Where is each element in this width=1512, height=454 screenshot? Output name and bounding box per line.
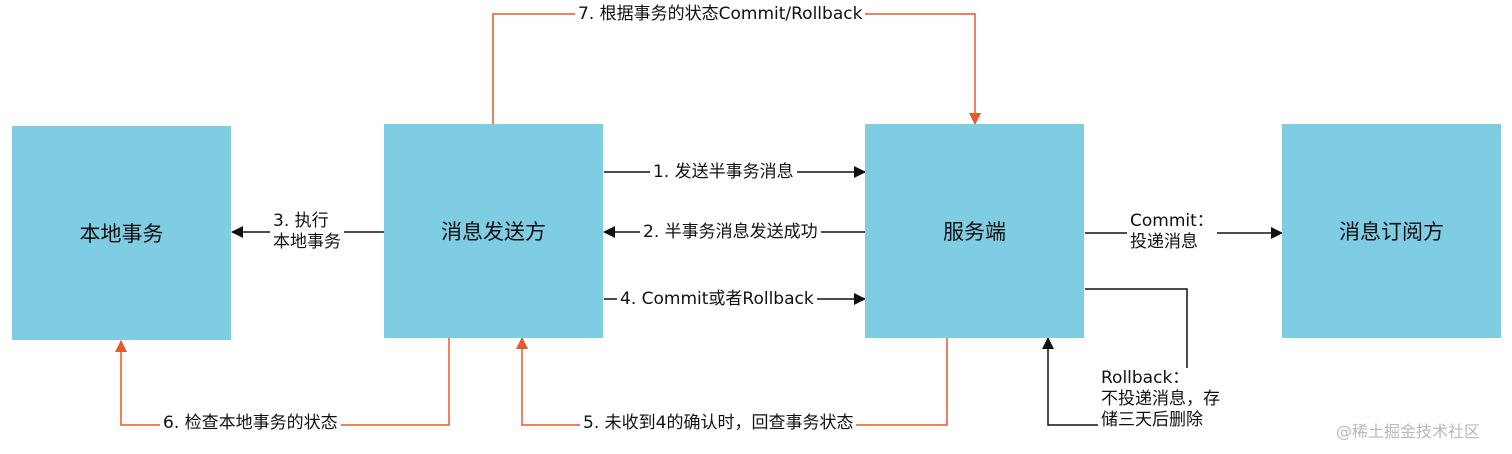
watermark: @稀土掘金技术社区 — [1336, 422, 1481, 441]
node-server: 服务端 — [865, 124, 1084, 338]
label-exec-local: 3. 执行 本地事务 — [270, 211, 344, 253]
edge-check-local — [115, 338, 450, 426]
label-commit-deliver: Commit： 投递消息 — [1127, 211, 1217, 253]
label-by-state: 7. 根据事务的状态Commit/Rollback — [575, 4, 866, 25]
node-local-transaction: 本地事务 — [12, 126, 231, 340]
node-message-subscriber: 消息订阅方 — [1282, 124, 1501, 338]
label-half-ok: 2. 半事务消息发送成功 — [640, 222, 821, 243]
node-message-sender: 消息发送方 — [384, 124, 603, 338]
label-recheck: 5. 未收到4的确认时，回查事务状态 — [580, 413, 857, 434]
edge-recheck — [516, 337, 948, 426]
label-rollback-store: Rollback： 不投递消息，存 储三天后删除 — [1098, 368, 1223, 431]
edge-by-state — [492, 13, 981, 125]
label-commit-or-rollback: 4. Commit或者Rollback — [617, 289, 817, 310]
label-check-local: 6. 检查本地事务的状态 — [160, 413, 341, 434]
label-send-half: 1. 发送半事务消息 — [650, 162, 797, 183]
